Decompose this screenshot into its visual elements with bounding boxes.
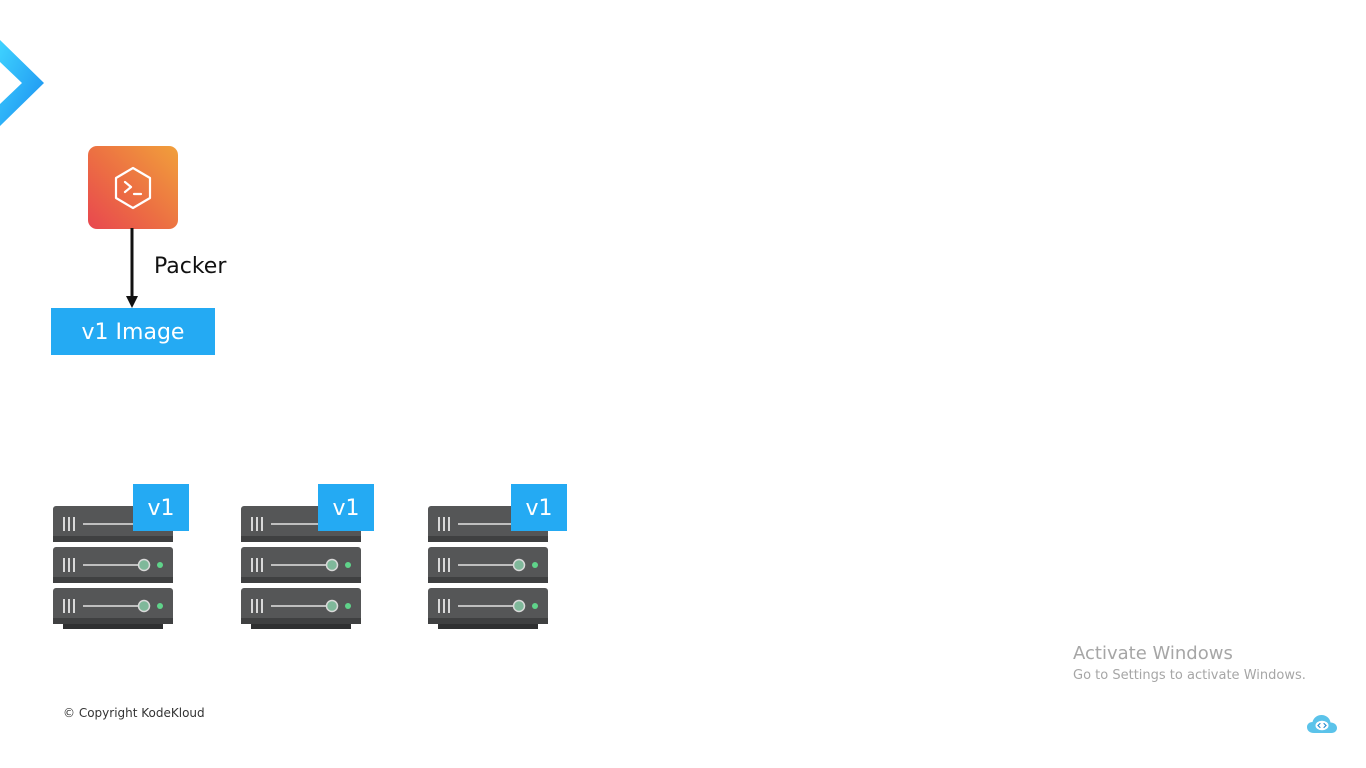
chevron-right-icon xyxy=(0,40,44,126)
build-arrow xyxy=(126,228,138,308)
tool-label: Packer xyxy=(154,254,227,279)
activate-windows-watermark: Activate Windows Go to Settings to activ… xyxy=(1073,642,1306,686)
watermark-subtitle: Go to Settings to activate Windows. xyxy=(1073,668,1306,683)
image-box: v1 Image xyxy=(51,308,215,355)
server-rack-icon xyxy=(53,506,173,629)
server-3: v1 xyxy=(428,484,567,636)
version-badge: v1 xyxy=(133,484,189,531)
version-badge: v1 xyxy=(318,484,374,531)
cloud-icon[interactable] xyxy=(1306,713,1338,735)
packer-logo-icon xyxy=(88,146,178,229)
server-rack-icon xyxy=(241,506,361,629)
version-badge: v1 xyxy=(511,484,567,531)
server-2: v1 xyxy=(241,484,377,636)
watermark-title: Activate Windows xyxy=(1073,643,1233,664)
server-1: v1 xyxy=(53,484,189,636)
copyright-text: © Copyright KodeKloud xyxy=(63,706,205,720)
